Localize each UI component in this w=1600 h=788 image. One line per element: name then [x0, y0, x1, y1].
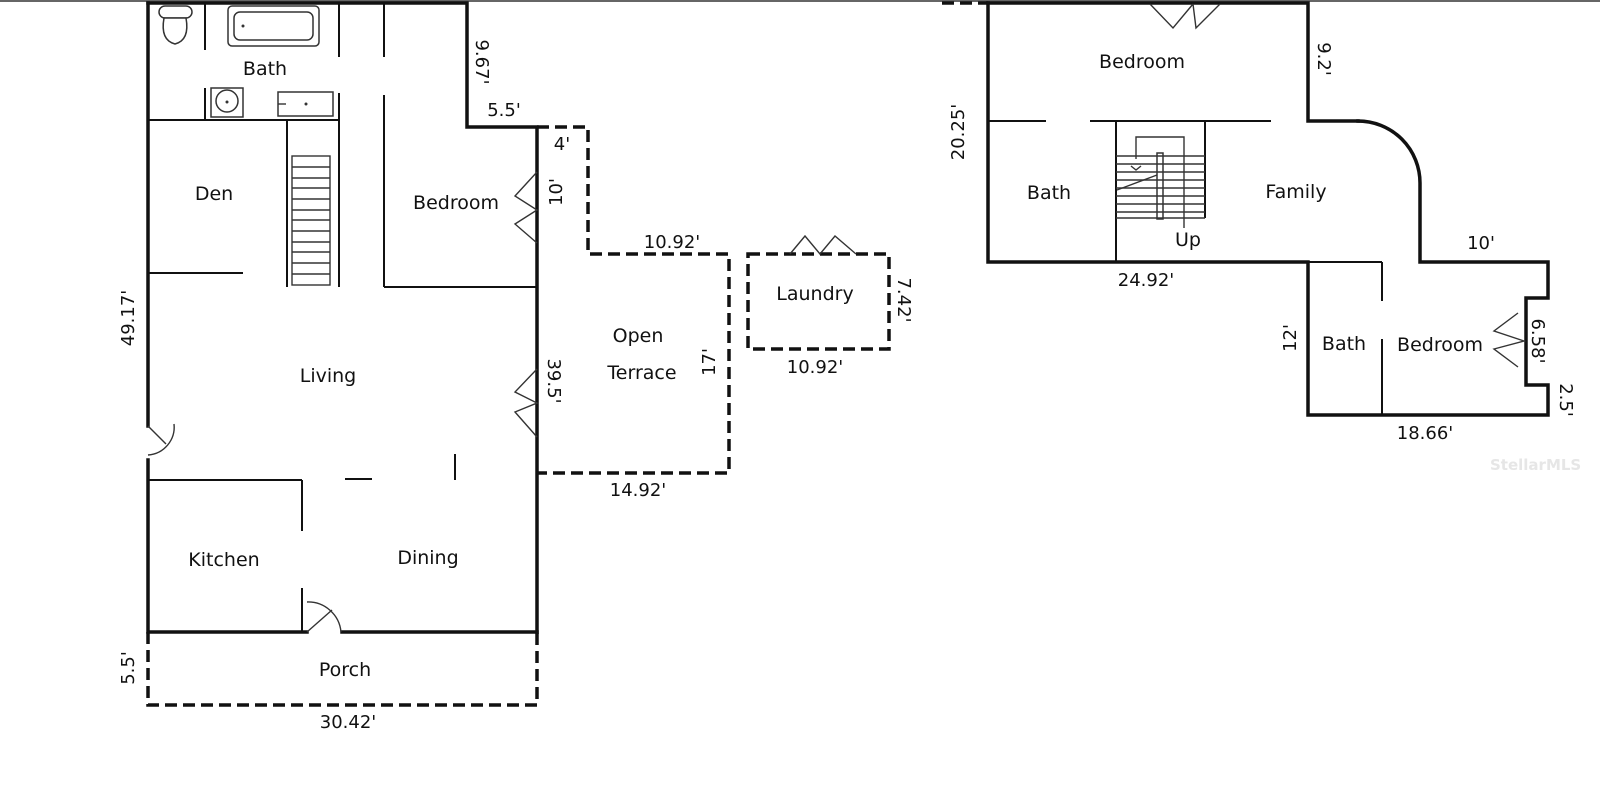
dim-laundry-height: 7.42' [893, 277, 914, 322]
room-label-bath-left: Bath [1027, 182, 1071, 204]
vanity-icon [277, 91, 334, 117]
room-label-bath-lower: Bath [1322, 333, 1366, 355]
dim-porch-depth: 5.5' [118, 651, 139, 685]
room-label-bath: Bath [243, 58, 287, 80]
living-bifold-door-icon [513, 368, 539, 438]
dim-laundry-width: 10.92' [787, 357, 843, 378]
room-label-porch: Porch [319, 659, 371, 681]
second-floor: Bedroom Bath Family Up Bath Bedroom 20.2… [942, 1, 1576, 444]
first-floor-exterior-wall-right [146, 1, 539, 634]
sink-icon [210, 87, 244, 118]
kitchen-entry-door-icon [306, 601, 342, 633]
dim-overall-height: 49.17' [118, 290, 139, 346]
room-label-open-terrace-line1: Open [613, 325, 664, 347]
dim-bedroom-notch-height: 9.67' [471, 39, 492, 84]
first-floor-exterior-wall-left-lower [146, 458, 309, 634]
room-label-dining: Dining [397, 547, 458, 569]
dim-bottom-width: 24.92' [1118, 270, 1174, 291]
room-label-bedroom-top: Bedroom [1099, 51, 1185, 73]
stair-label-up: Up [1175, 229, 1201, 251]
dim-left-height: 20.25' [948, 104, 969, 160]
room-label-bedroom-lower: Bedroom [1397, 334, 1483, 356]
room-label-family: Family [1265, 181, 1326, 203]
stairs-second-floor [1116, 136, 1205, 228]
dim-lower-height: 12' [1280, 324, 1301, 352]
dim-family-ledge: 10' [1467, 233, 1495, 254]
open-terrace-outline [537, 125, 731, 475]
dim-terrace-top-height: 10' [546, 178, 567, 206]
room-label-den: Den [195, 183, 233, 205]
first-floor: Bath Den Bedroom Living Kitchen Dining P… [118, 1, 914, 733]
toilet-icon [158, 5, 193, 45]
dim-bedroom-notch-width: 5.5' [487, 100, 521, 121]
stairs-first-floor [291, 155, 331, 286]
dim-terrace-bottom-width: 14.92' [610, 480, 666, 501]
dim-lower-width: 18.66' [1397, 423, 1453, 444]
room-label-kitchen: Kitchen [188, 549, 259, 571]
room-label-living: Living [300, 365, 357, 387]
second-floor-top-wall [986, 1, 1360, 123]
second-floor-exterior-wall [986, 1, 1550, 417]
room-label-bedroom: Bedroom [413, 192, 499, 214]
bedroom-top-bifold-door-icon [1149, 3, 1221, 30]
dim-terrace-mid-width: 10.92' [644, 232, 700, 253]
bedroom-bifold-door-icon [513, 171, 539, 244]
dim-bedroom-notch: 6.58' [1527, 318, 1548, 363]
watermark: StellarMLS [1490, 456, 1581, 474]
dim-porch-width: 30.42' [320, 712, 376, 733]
dim-terrace-height: 17' [699, 348, 720, 376]
laundry-outline [746, 252, 891, 351]
room-label-open-terrace-line2: Terrace [606, 362, 676, 384]
lower-bedroom-bifold-door-icon [1492, 312, 1527, 368]
bathtub-icon [227, 5, 320, 47]
dim-top-right-height: 9.2' [1313, 42, 1334, 76]
dim-terrace-top-width: 4' [554, 134, 570, 155]
room-label-laundry: Laundry [776, 283, 853, 305]
laundry-bifold-door-icon [789, 234, 857, 256]
dim-bedroom-corner: 2.5' [1555, 383, 1576, 417]
front-left-door-icon [147, 423, 175, 456]
dim-side-wall: 39.5' [543, 358, 564, 403]
porch-outline [146, 632, 539, 707]
